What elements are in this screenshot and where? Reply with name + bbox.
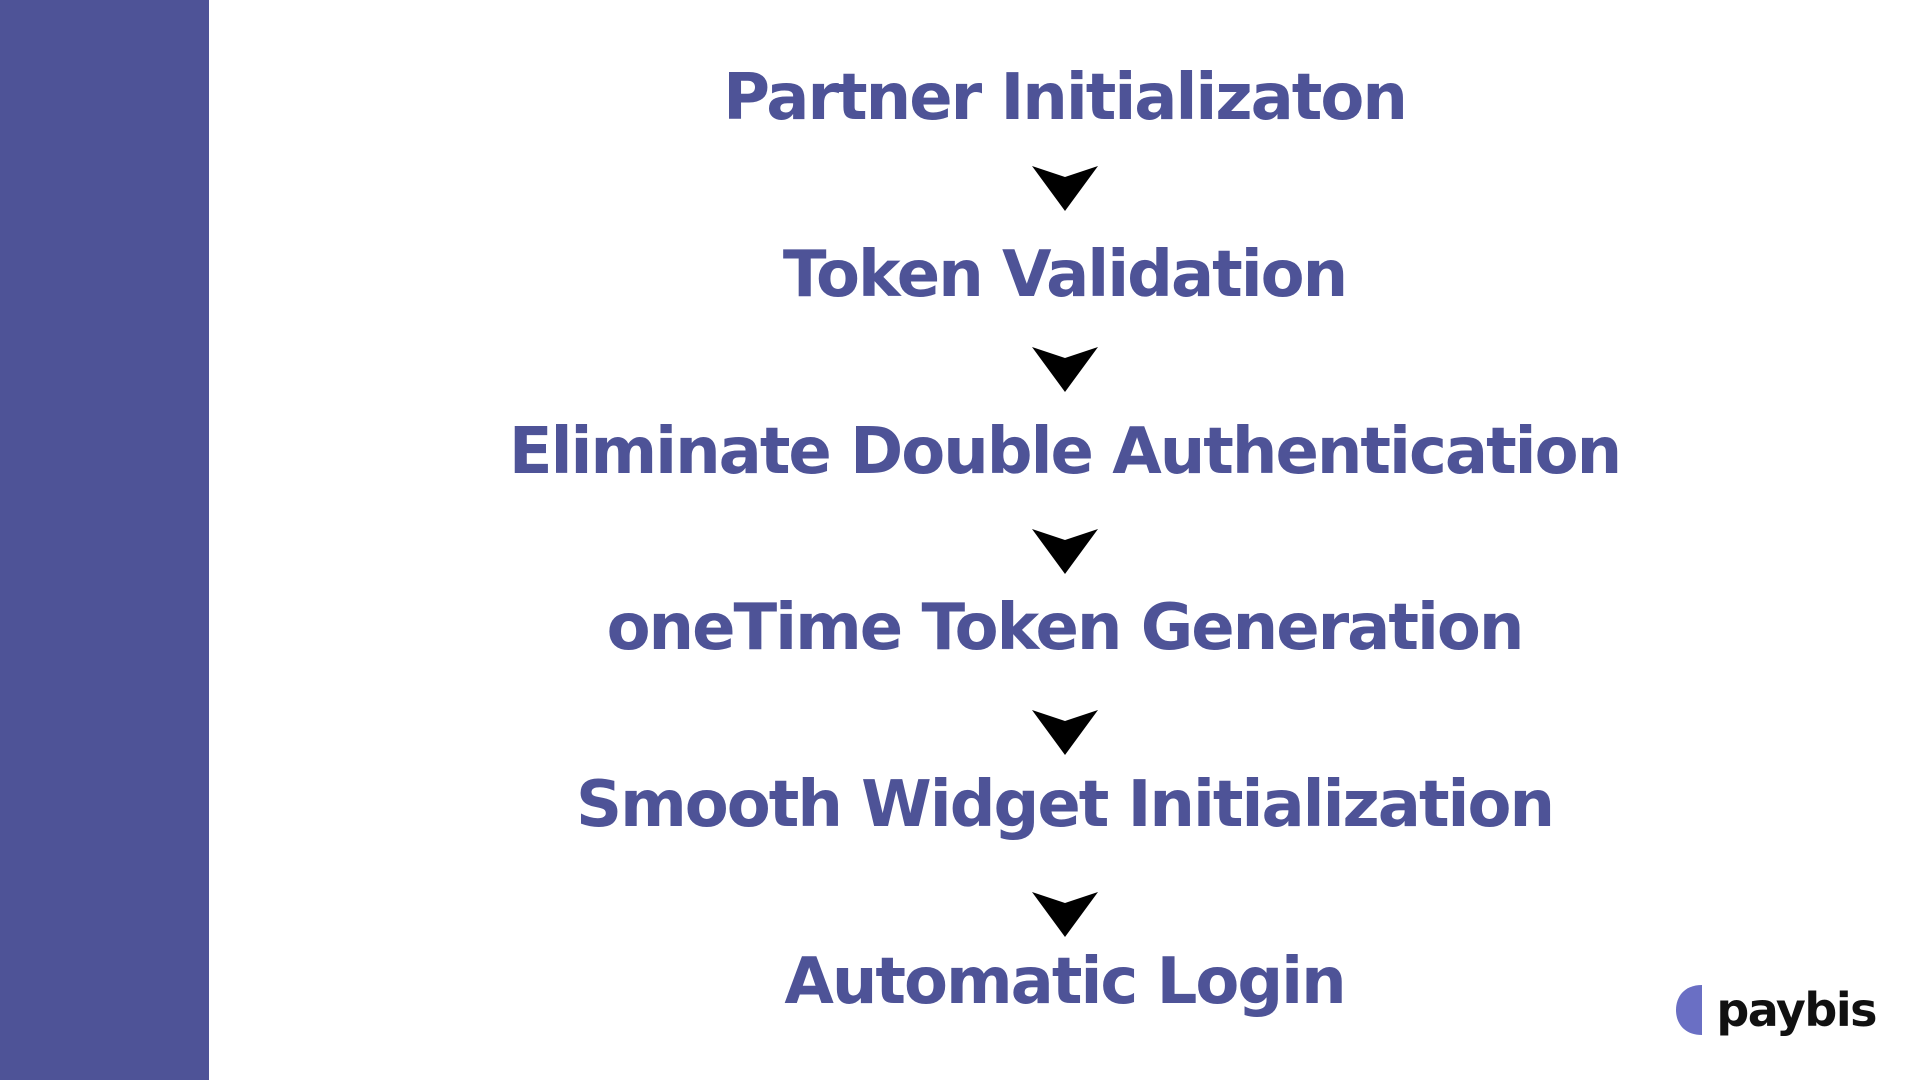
- step-partner-initialization: Partner Initializaton: [723, 61, 1408, 135]
- arrow-down-icon: [1030, 164, 1100, 214]
- step-onetime-token-generation: oneTime Token Generation: [606, 591, 1525, 665]
- process-flow: Partner Initializaton Token Validation E…: [209, 0, 1920, 1080]
- arrow-down-icon: [1030, 708, 1100, 758]
- step-token-validation: Token Validation: [782, 238, 1348, 312]
- arrow-down-icon: [1030, 890, 1100, 940]
- step-automatic-login: Automatic Login: [784, 945, 1346, 1019]
- paybis-logo: paybis: [1676, 982, 1877, 1038]
- left-accent-bar: [0, 0, 209, 1080]
- step-smooth-widget-initialization: Smooth Widget Initialization: [576, 768, 1555, 842]
- paybis-logo-mark-icon: [1676, 985, 1703, 1035]
- arrow-down-icon: [1030, 345, 1100, 395]
- paybis-logo-text: paybis: [1716, 983, 1877, 1037]
- arrow-down-icon: [1030, 527, 1100, 577]
- step-eliminate-double-authentication: Eliminate Double Authentication: [508, 415, 1622, 489]
